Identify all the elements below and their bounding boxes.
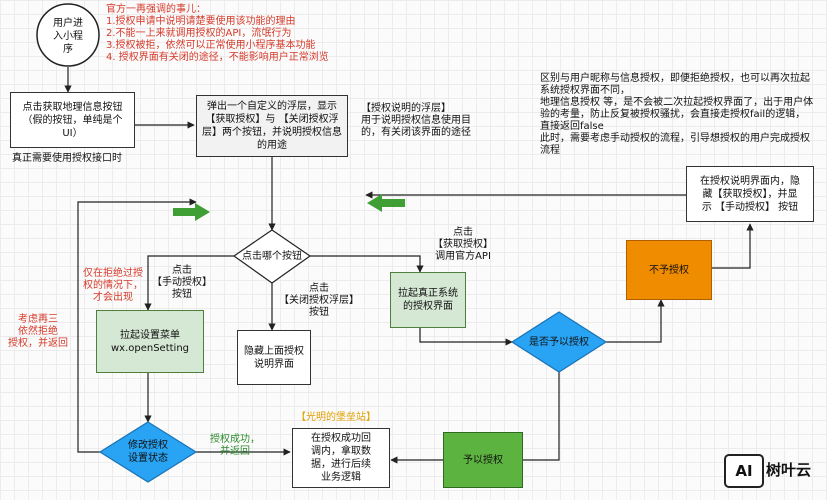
edge-grant-or-not-to-deny bbox=[606, 299, 665, 343]
click-location-button-text: 点击获取地理信息按钮 （假的按钮，单纯是个 UI） bbox=[22, 101, 123, 139]
which-button-text: 点击哪个按钮 bbox=[242, 250, 302, 262]
success-flow-text: 在授权成功回 调内，拿取数 据，进行后续 业务逻辑 bbox=[311, 433, 371, 483]
edge-which-to-setting bbox=[144, 255, 234, 311]
click-close-layer-label: 点击 【关闭授权浮层】 按钮 bbox=[279, 283, 359, 318]
grant-decision-diamond bbox=[510, 311, 608, 373]
arrow-right-icon bbox=[173, 203, 210, 221]
popup-layer-node: 弹出一个自定义的浮层，显示 【获取授权】与 【关闭授权浮 层】两个按钮，并说明授… bbox=[196, 95, 348, 157]
edge-which-to-system bbox=[310, 255, 424, 273]
deny-node: 不予授权 bbox=[626, 240, 712, 300]
arrow-left-icon bbox=[367, 194, 405, 212]
which-button-diamond bbox=[232, 229, 312, 284]
grant-node: 予以授权 bbox=[443, 432, 523, 488]
grant-text: 予以授权 bbox=[463, 454, 503, 466]
auth-layer-desc-note: 【授权说明的浮层】 用于说明授权信息使用目 的，有关闭该界面的途径 bbox=[361, 103, 471, 138]
watermark-logo: AI bbox=[724, 454, 764, 488]
distinguish-note: 区别与用户昵称与信息授权，即便拒绝授权，也可以再次拉起 系统授权界面不同， 地理… bbox=[540, 73, 814, 156]
open-setting-node: 拉起设置菜单 wx.openSetting bbox=[96, 310, 204, 373]
modify-status-text: 修改授权 设置状态 bbox=[128, 440, 168, 464]
user-enter-text: 用户进 入小程 序 bbox=[53, 17, 83, 55]
watermark-name: 树叶云 bbox=[766, 461, 812, 479]
open-setting-text: 拉起设置菜单 wx.openSetting bbox=[110, 329, 190, 354]
hide-description-node: 隐藏上面授权 说明界面 bbox=[237, 330, 311, 385]
click-manual-auth-label: 点击 【手动授权】 按钮 bbox=[152, 265, 212, 300]
grant-or-not-node: 是否予以授权 bbox=[514, 334, 604, 350]
edge-modify-back bbox=[77, 198, 197, 453]
site-tag-label: 【光明的堡垒站】 bbox=[296, 412, 376, 423]
which-button-node: 点击哪个按钮 bbox=[234, 248, 310, 264]
auth-success-return-label: 授权成功， 并返回 bbox=[210, 434, 260, 457]
only-after-reject-label: 仅在拒绝过授 权的情况下， 才会出现 bbox=[83, 268, 143, 303]
deny-text: 不予授权 bbox=[649, 264, 689, 276]
click-get-auth-label: 点击 【获取授权】 调用官方API bbox=[433, 227, 493, 262]
click-location-button-node: 点击获取地理信息按钮 （假的按钮，单纯是个 UI） bbox=[10, 92, 135, 148]
watermark-logo-text: AI bbox=[735, 462, 753, 480]
redisplay-node: 在授权说明界面内，隐 藏【获取授权】，并显 示 【手动授权】 按钮 bbox=[686, 166, 814, 222]
redisplay-text: 在授权说明界面内，隐 藏【获取授权】，并显 示 【手动授权】 按钮 bbox=[700, 175, 800, 213]
official-emphasis-note: 官方一再强调的事儿： 1.授权申请中说明请楚要使用该功能的理由 2.不能一上来就… bbox=[106, 4, 329, 63]
start-circle bbox=[36, 3, 100, 67]
edge-system-to-grant-or-not bbox=[419, 328, 513, 346]
user-enter-node: 用户进 入小程 序 bbox=[40, 12, 96, 60]
grant-or-not-text: 是否予以授权 bbox=[529, 336, 589, 348]
consider-three-times-label: 考虑再三 依然拒绝 授权，并返回 bbox=[8, 314, 68, 349]
system-auth-text: 拉起真正系统 的授权界面 bbox=[398, 288, 458, 312]
hide-description-text: 隐藏上面授权 说明界面 bbox=[244, 345, 304, 370]
popup-layer-text: 弹出一个自定义的浮层，显示 【获取授权】与 【关闭授权浮 层】两个按钮，并说明授… bbox=[202, 101, 342, 151]
system-auth-node: 拉起真正系统 的授权界面 bbox=[390, 272, 466, 328]
edge-deny-to-redisplay bbox=[712, 223, 754, 269]
real-auth-api-note: 真正需要使用授权接口时 bbox=[12, 153, 122, 164]
modify-status-node: 修改授权 设置状态 bbox=[108, 438, 188, 466]
success-flow-node: 在授权成功回 调内，拿取数 据，进行后续 业务逻辑 bbox=[292, 428, 390, 488]
modify-status-diamond bbox=[98, 421, 198, 483]
